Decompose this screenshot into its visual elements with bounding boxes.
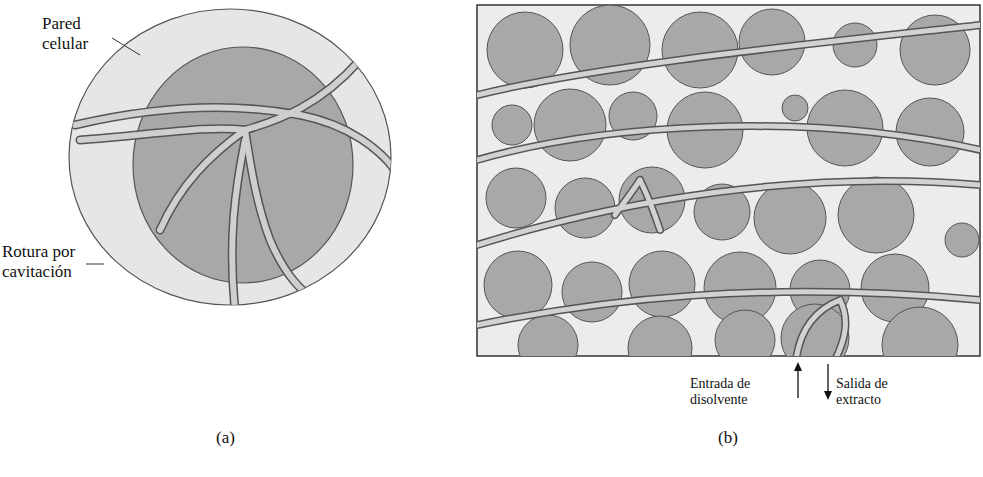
panel-label: (b) xyxy=(718,428,758,448)
leader-line xyxy=(86,264,104,265)
callout-label: Pared celular xyxy=(42,14,114,53)
leader-line xyxy=(112,38,140,55)
panel-label: (a) xyxy=(216,428,256,448)
callout-label: Salida de extracto xyxy=(836,376,926,408)
flow-arrows xyxy=(794,362,832,400)
callout-label: Rotura por cavitación xyxy=(2,242,86,281)
cell-figure xyxy=(69,9,395,310)
callout-label: Entrada de disolvente xyxy=(690,376,790,408)
tissue-figure xyxy=(477,5,981,400)
